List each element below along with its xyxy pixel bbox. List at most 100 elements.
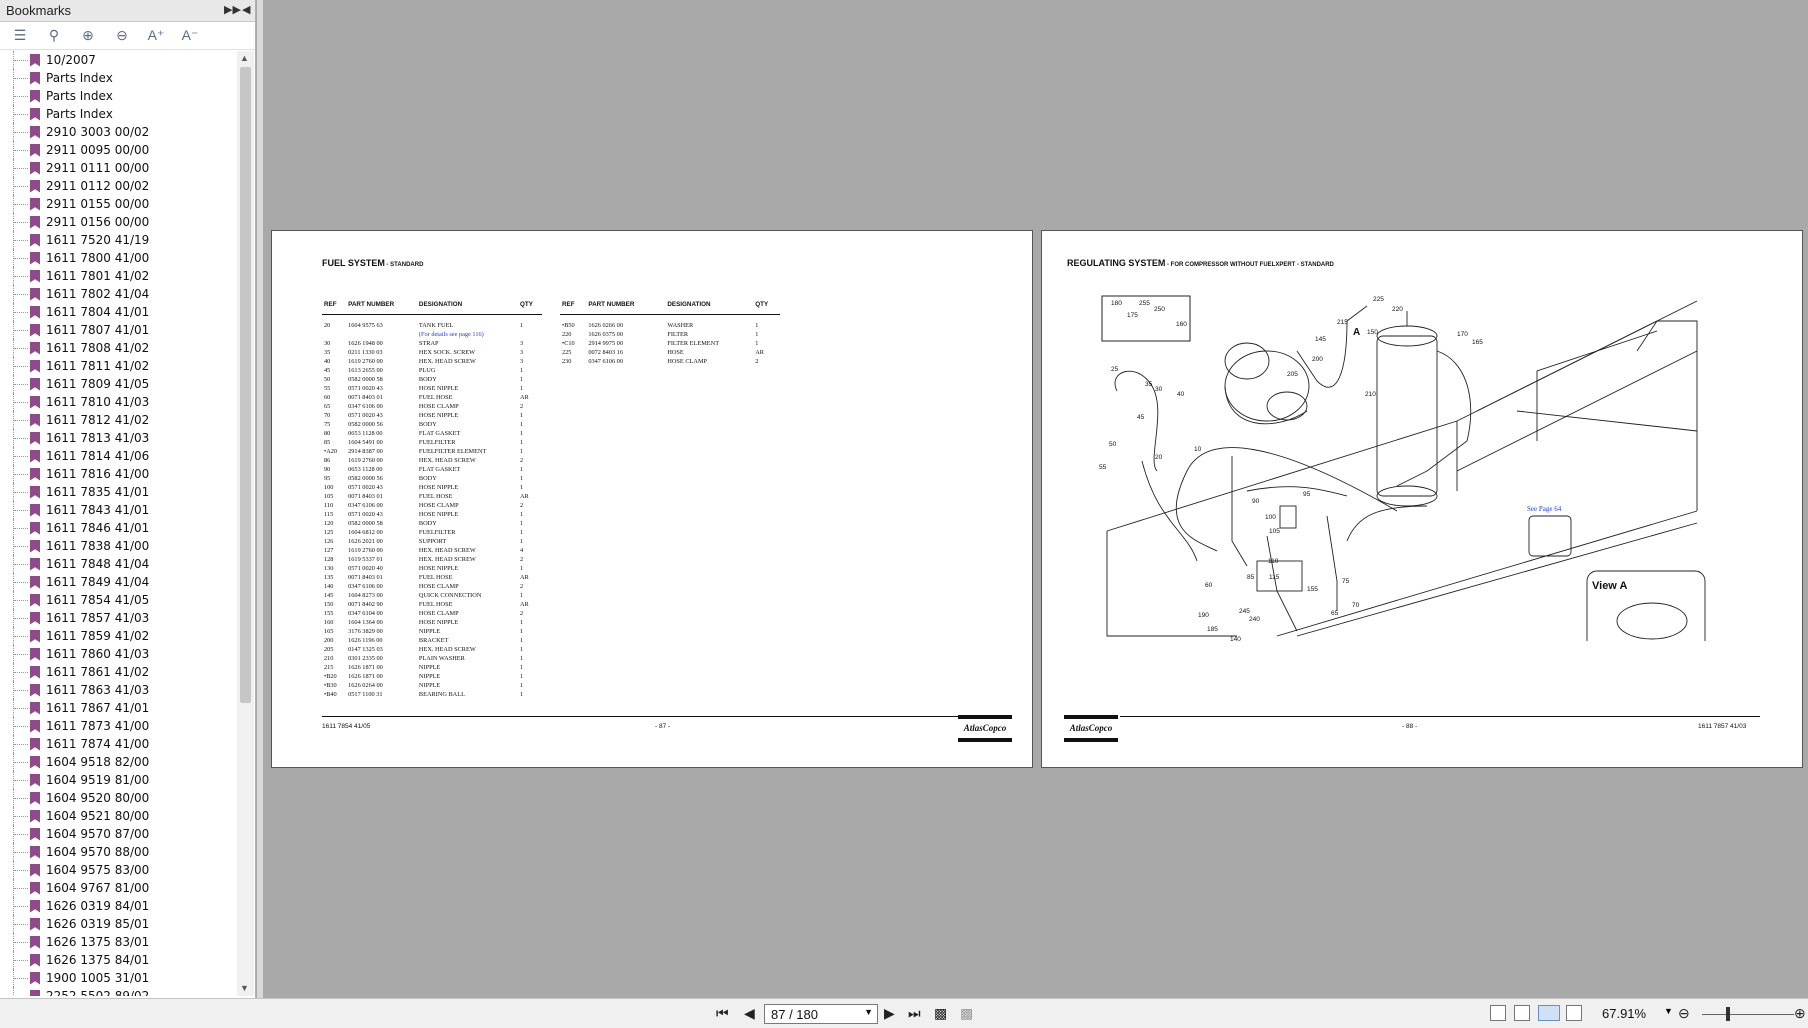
zoom-in-icon[interactable]: ⊕ (1794, 1005, 1806, 1021)
bookmark-label: 1626 0319 84/01 (46, 899, 150, 913)
collapse-panel-icon[interactable]: ◀ (242, 4, 251, 16)
bookmark-item[interactable]: 1611 7867 41/01 (0, 699, 236, 717)
find-bookmark-icon[interactable]: ⚲ (48, 27, 60, 43)
bookmark-item[interactable]: 2252 5502 89/02 (0, 987, 236, 996)
page-title-sub: - FOR COMPRESSOR WITHOUT FUELXPERT - STA… (1165, 262, 1334, 268)
bookmark-item[interactable]: 1611 7857 41/03 (0, 609, 236, 627)
fit-page-icon[interactable]: ▩ (934, 1005, 948, 1021)
bookmark-item[interactable]: 1626 0319 85/01 (0, 915, 236, 933)
remove-bookmark-icon[interactable]: ⊖ (116, 27, 128, 43)
facing-view-icon[interactable] (1538, 1005, 1560, 1021)
callout-30: 30 (1155, 386, 1163, 393)
bookmark-item[interactable]: 1604 9519 81/00 (0, 771, 236, 789)
bookmark-item[interactable]: 2911 0095 00/00 (0, 141, 236, 159)
fit-width-icon[interactable]: ▩ (960, 1005, 974, 1021)
bookmark-item[interactable]: 1626 1375 83/01 (0, 933, 236, 951)
bookmark-item[interactable]: 1611 7863 41/03 (0, 681, 236, 699)
bookmark-label: Parts Index (46, 107, 113, 121)
bookmark-item[interactable]: 1611 7849 41/04 (0, 573, 236, 591)
bookmark-item[interactable]: 1611 7835 41/01 (0, 483, 236, 501)
bookmark-item[interactable]: 1900 1005 31/01 (0, 969, 236, 987)
table-cell: 2 (520, 502, 524, 509)
bookmark-item[interactable]: 1611 7846 41/01 (0, 519, 236, 537)
zoom-out-icon[interactable]: ⊖ (1678, 1005, 1690, 1021)
zoom-dropdown-icon[interactable]: ▼ (1664, 1006, 1673, 1016)
bookmark-item[interactable]: 1611 7848 41/04 (0, 555, 236, 573)
panel-splitter[interactable] (257, 0, 263, 998)
bookmark-item[interactable]: 1611 7816 41/00 (0, 465, 236, 483)
bookmark-item[interactable]: 1604 9570 88/00 (0, 843, 236, 861)
bookmark-item[interactable]: Parts Index (0, 87, 236, 105)
first-page-icon[interactable]: ⏮ (716, 1005, 729, 1021)
bookmark-item[interactable]: 1604 9570 87/00 (0, 825, 236, 843)
bookmark-item[interactable]: 1611 7802 41/04 (0, 285, 236, 303)
bookmark-item[interactable]: 1611 7874 41/00 (0, 735, 236, 753)
bookmark-item[interactable]: 2911 0111 00/00 (0, 159, 236, 177)
bookmark-item[interactable]: 1611 7873 41/00 (0, 717, 236, 735)
bookmark-item[interactable]: 1611 7807 41/01 (0, 321, 236, 339)
bookmark-label: 2910 3003 00/02 (46, 125, 150, 139)
zoom-slider[interactable] (1702, 1014, 1794, 1015)
bookmark-item[interactable]: 1611 7800 41/00 (0, 249, 236, 267)
add-bookmark-icon[interactable]: ⊕ (82, 27, 94, 43)
table-cell: AR (520, 574, 529, 581)
bookmark-item[interactable]: 1611 7520 41/19 (0, 231, 236, 249)
bookmark-item[interactable]: Parts Index (0, 105, 236, 123)
single-page-view-icon[interactable] (1490, 1005, 1506, 1021)
bookmark-item[interactable]: 1611 7804 41/01 (0, 303, 236, 321)
bookmark-item[interactable]: 1611 7801 41/02 (0, 267, 236, 285)
next-page-icon[interactable]: ▶ (884, 1005, 895, 1021)
increase-font-icon[interactable]: A⁺ (147, 27, 165, 43)
table-cell: 1626 1196 00 (348, 637, 383, 644)
bookmark-item[interactable]: 1611 7859 41/02 (0, 627, 236, 645)
last-page-icon[interactable]: ⏭ (908, 1005, 921, 1021)
atlas-copco-logo: AtlasCopco (1064, 715, 1118, 742)
bookmark-item[interactable]: 2911 0112 00/02 (0, 177, 236, 195)
bookmark-options-icon[interactable]: ☰ (13, 27, 27, 43)
bookmark-item[interactable]: 1604 9767 81/00 (0, 879, 236, 897)
bookmark-icon (30, 899, 40, 913)
bookmark-item[interactable]: 1611 7810 41/03 (0, 393, 236, 411)
bookmark-label: 1611 7802 41/04 (46, 287, 150, 301)
bookmark-item[interactable]: 1604 9575 83/00 (0, 861, 236, 879)
bookmark-item[interactable]: 1611 7809 41/05 (0, 375, 236, 393)
bookmark-item[interactable]: 1611 7812 41/02 (0, 411, 236, 429)
expand-panel-icon[interactable]: ▶▶ (224, 4, 241, 16)
bookmark-item[interactable]: 1611 7861 41/02 (0, 663, 236, 681)
see-page-link[interactable]: See Page 64 (1527, 505, 1562, 513)
bookmark-item[interactable]: 2911 0156 00/00 (0, 213, 236, 231)
table-cell: 0571 0020 43 (348, 385, 383, 392)
decrease-font-icon[interactable]: A⁻ (181, 27, 199, 43)
bookmark-item[interactable]: 1611 7838 41/00 (0, 537, 236, 555)
bookmark-item[interactable]: 1626 0319 84/01 (0, 897, 236, 915)
bookmark-item[interactable]: 1626 1375 84/01 (0, 951, 236, 969)
bookmark-item[interactable]: 1611 7808 41/02 (0, 339, 236, 357)
zoom-slider-thumb[interactable] (1726, 1007, 1730, 1021)
zoom-level[interactable]: 67.91% (1602, 1006, 1647, 1021)
previous-page-icon[interactable]: ◀ (744, 1005, 755, 1021)
bookmark-item[interactable]: 1611 7854 41/05 (0, 591, 236, 609)
scroll-down-icon[interactable]: ▼ (240, 983, 249, 993)
bookmark-item[interactable]: 1611 7860 41/03 (0, 645, 236, 663)
bookmark-item[interactable]: 2910 3003 00/02 (0, 123, 236, 141)
bookmark-item[interactable]: 1604 9520 80/00 (0, 789, 236, 807)
bookmark-item[interactable]: 1611 7843 41/01 (0, 501, 236, 519)
bookmark-item[interactable]: 1604 9518 82/00 (0, 753, 236, 771)
table-cell: •C10 (562, 340, 575, 347)
bookmark-item[interactable]: Parts Index (0, 69, 236, 87)
bookmark-scrollbar[interactable]: ▲ ▼ (237, 51, 254, 996)
bookmark-item[interactable]: 1611 7814 41/06 (0, 447, 236, 465)
scrollbar-thumb[interactable] (240, 67, 251, 703)
continuous-facing-view-icon[interactable] (1566, 1005, 1582, 1021)
table-cell: 165 (324, 628, 334, 635)
bookmark-item[interactable]: 1611 7811 41/02 (0, 357, 236, 375)
bookmark-item[interactable]: 1604 9521 80/00 (0, 807, 236, 825)
continuous-view-icon[interactable] (1514, 1005, 1530, 1021)
bookmark-item[interactable]: 2911 0155 00/00 (0, 195, 236, 213)
chevron-down-icon[interactable]: ▼ (864, 1007, 873, 1017)
bookmark-item[interactable]: 1611 7813 41/03 (0, 429, 236, 447)
scroll-up-icon[interactable]: ▲ (240, 53, 249, 63)
page-number-input[interactable]: 87 / 180 ▼ (764, 1004, 878, 1024)
bookmark-item[interactable]: 10/2007 (0, 51, 236, 69)
